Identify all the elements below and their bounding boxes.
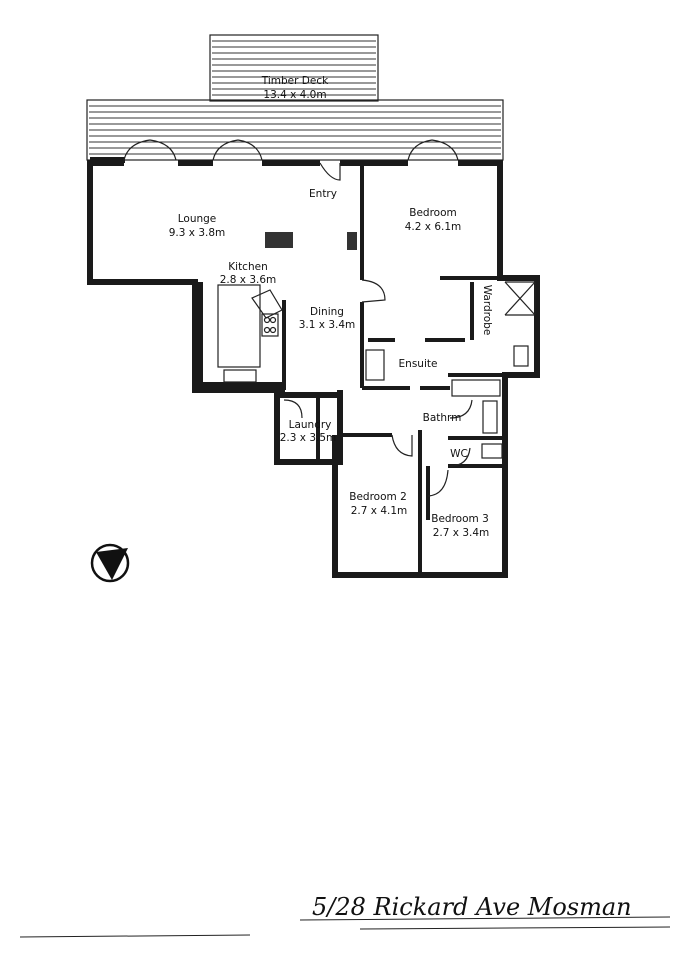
room-name-bedroom3: Bedroom 3 — [431, 513, 489, 525]
room-size-dining: 3.1 x 3.4m — [299, 319, 356, 331]
room-name-kitchen: Kitchen — [228, 261, 267, 273]
room-size-bedroom3: 2.7 x 3.4m — [433, 527, 490, 539]
room-name-bedroom2: Bedroom 2 — [349, 491, 407, 503]
room-name-laundry: Laundry — [289, 419, 332, 431]
room-size-bedroom2: 2.7 x 4.1m — [351, 505, 408, 517]
room-name-bathroom: Bathrm — [423, 412, 462, 424]
room-size-kitchen: 2.8 x 3.6m — [220, 274, 277, 286]
room-name-wardrobe: Wardrobe — [481, 285, 493, 336]
compass-north-arrow-icon — [90, 543, 130, 583]
room-name-timber-deck: Timber Deck — [261, 75, 329, 87]
room-name-lounge: Lounge — [178, 213, 217, 225]
room-size-bedroom: 4.2 x 6.1m — [405, 221, 462, 233]
room-size-timber-deck: 13.4 x 4.0m — [263, 89, 326, 101]
exterior-wall — [87, 160, 285, 398]
room-size-lounge: 9.3 x 3.8m — [169, 227, 226, 239]
room-name-bedroom: Bedroom — [409, 207, 457, 219]
property-address: 5/28 Rickard Ave Mosman — [312, 893, 632, 921]
timber-deck — [89, 40, 501, 155]
room-name-entry: Entry — [309, 188, 337, 200]
room-name-ensuite: Ensuite — [399, 358, 438, 370]
room-name-dining: Dining — [310, 306, 344, 318]
room-size-laundry: 2.3 x 3.5m — [280, 432, 337, 444]
room-name-wc: WC — [450, 448, 468, 460]
